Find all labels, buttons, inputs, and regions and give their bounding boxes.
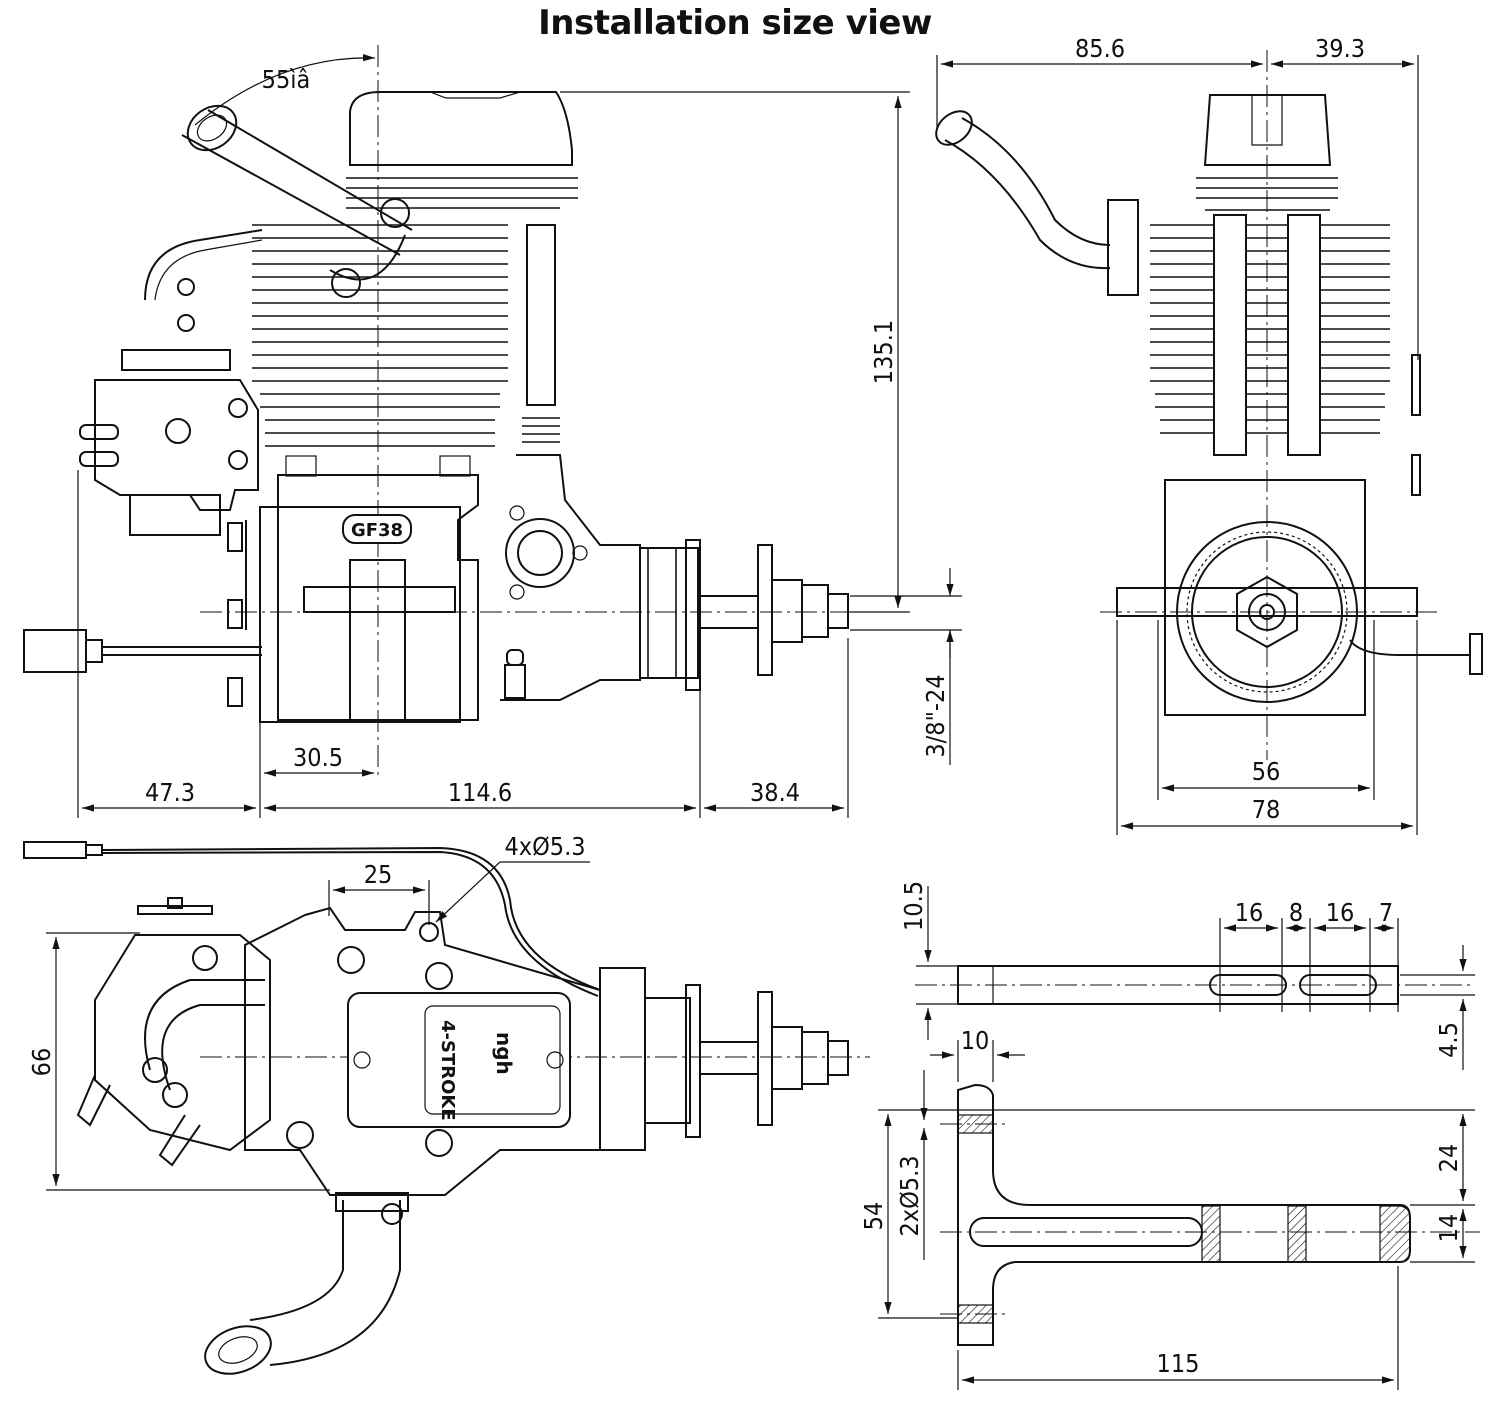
- angle-label: 55ìâ: [262, 65, 311, 94]
- dim-slot-16b: 16: [1326, 898, 1355, 927]
- dim-39-3: 39.3: [1315, 34, 1365, 63]
- engine-badge: GF38: [351, 520, 403, 541]
- dim-10-5: 10.5: [899, 881, 928, 931]
- stroke-label: 4-STROKE: [437, 1020, 458, 1121]
- dim-4-5: 4.5: [1434, 1022, 1463, 1058]
- side-view: GF38: [23, 45, 962, 818]
- dim-66: 66: [27, 1048, 56, 1077]
- dim-24: 24: [1434, 1144, 1463, 1173]
- dim-10: 10: [961, 1026, 990, 1055]
- dim-115: 115: [1157, 1349, 1200, 1378]
- dim-54: 54: [859, 1202, 888, 1231]
- dim-slot-8: 8: [1289, 898, 1303, 927]
- dim-56: 56: [1252, 757, 1281, 786]
- dim-114-6: 114.6: [448, 778, 512, 807]
- dim-47-3: 47.3: [145, 778, 195, 807]
- dim-holes-2x: 2xØ5.3: [895, 1155, 924, 1236]
- thread-dimension: 3/8"-24: [921, 674, 950, 757]
- drawing-title: Installation size view: [538, 3, 932, 43]
- dim-14: 14: [1434, 1214, 1463, 1243]
- brand-label: ngh: [492, 1032, 516, 1075]
- dim-38-4: 38.4: [750, 778, 800, 807]
- height-dimension: 135.1: [869, 320, 898, 384]
- front-view: 85.6 39.3 56 78: [935, 34, 1483, 835]
- dim-78: 78: [1252, 795, 1281, 824]
- dim-30-5: 30.5: [293, 743, 343, 772]
- dim-85-6: 85.6: [1075, 34, 1125, 63]
- top-view: 4-STROKE ngh: [23, 832, 870, 1375]
- dim-slot-7: 7: [1379, 898, 1393, 927]
- bracket-view: 16 8 16 7 10.5 4.5 10 54: [859, 881, 1480, 1390]
- dim-25: 25: [364, 860, 393, 889]
- dim-holes-4x: 4xØ5.3: [504, 832, 585, 861]
- dim-slot-16a: 16: [1235, 898, 1264, 927]
